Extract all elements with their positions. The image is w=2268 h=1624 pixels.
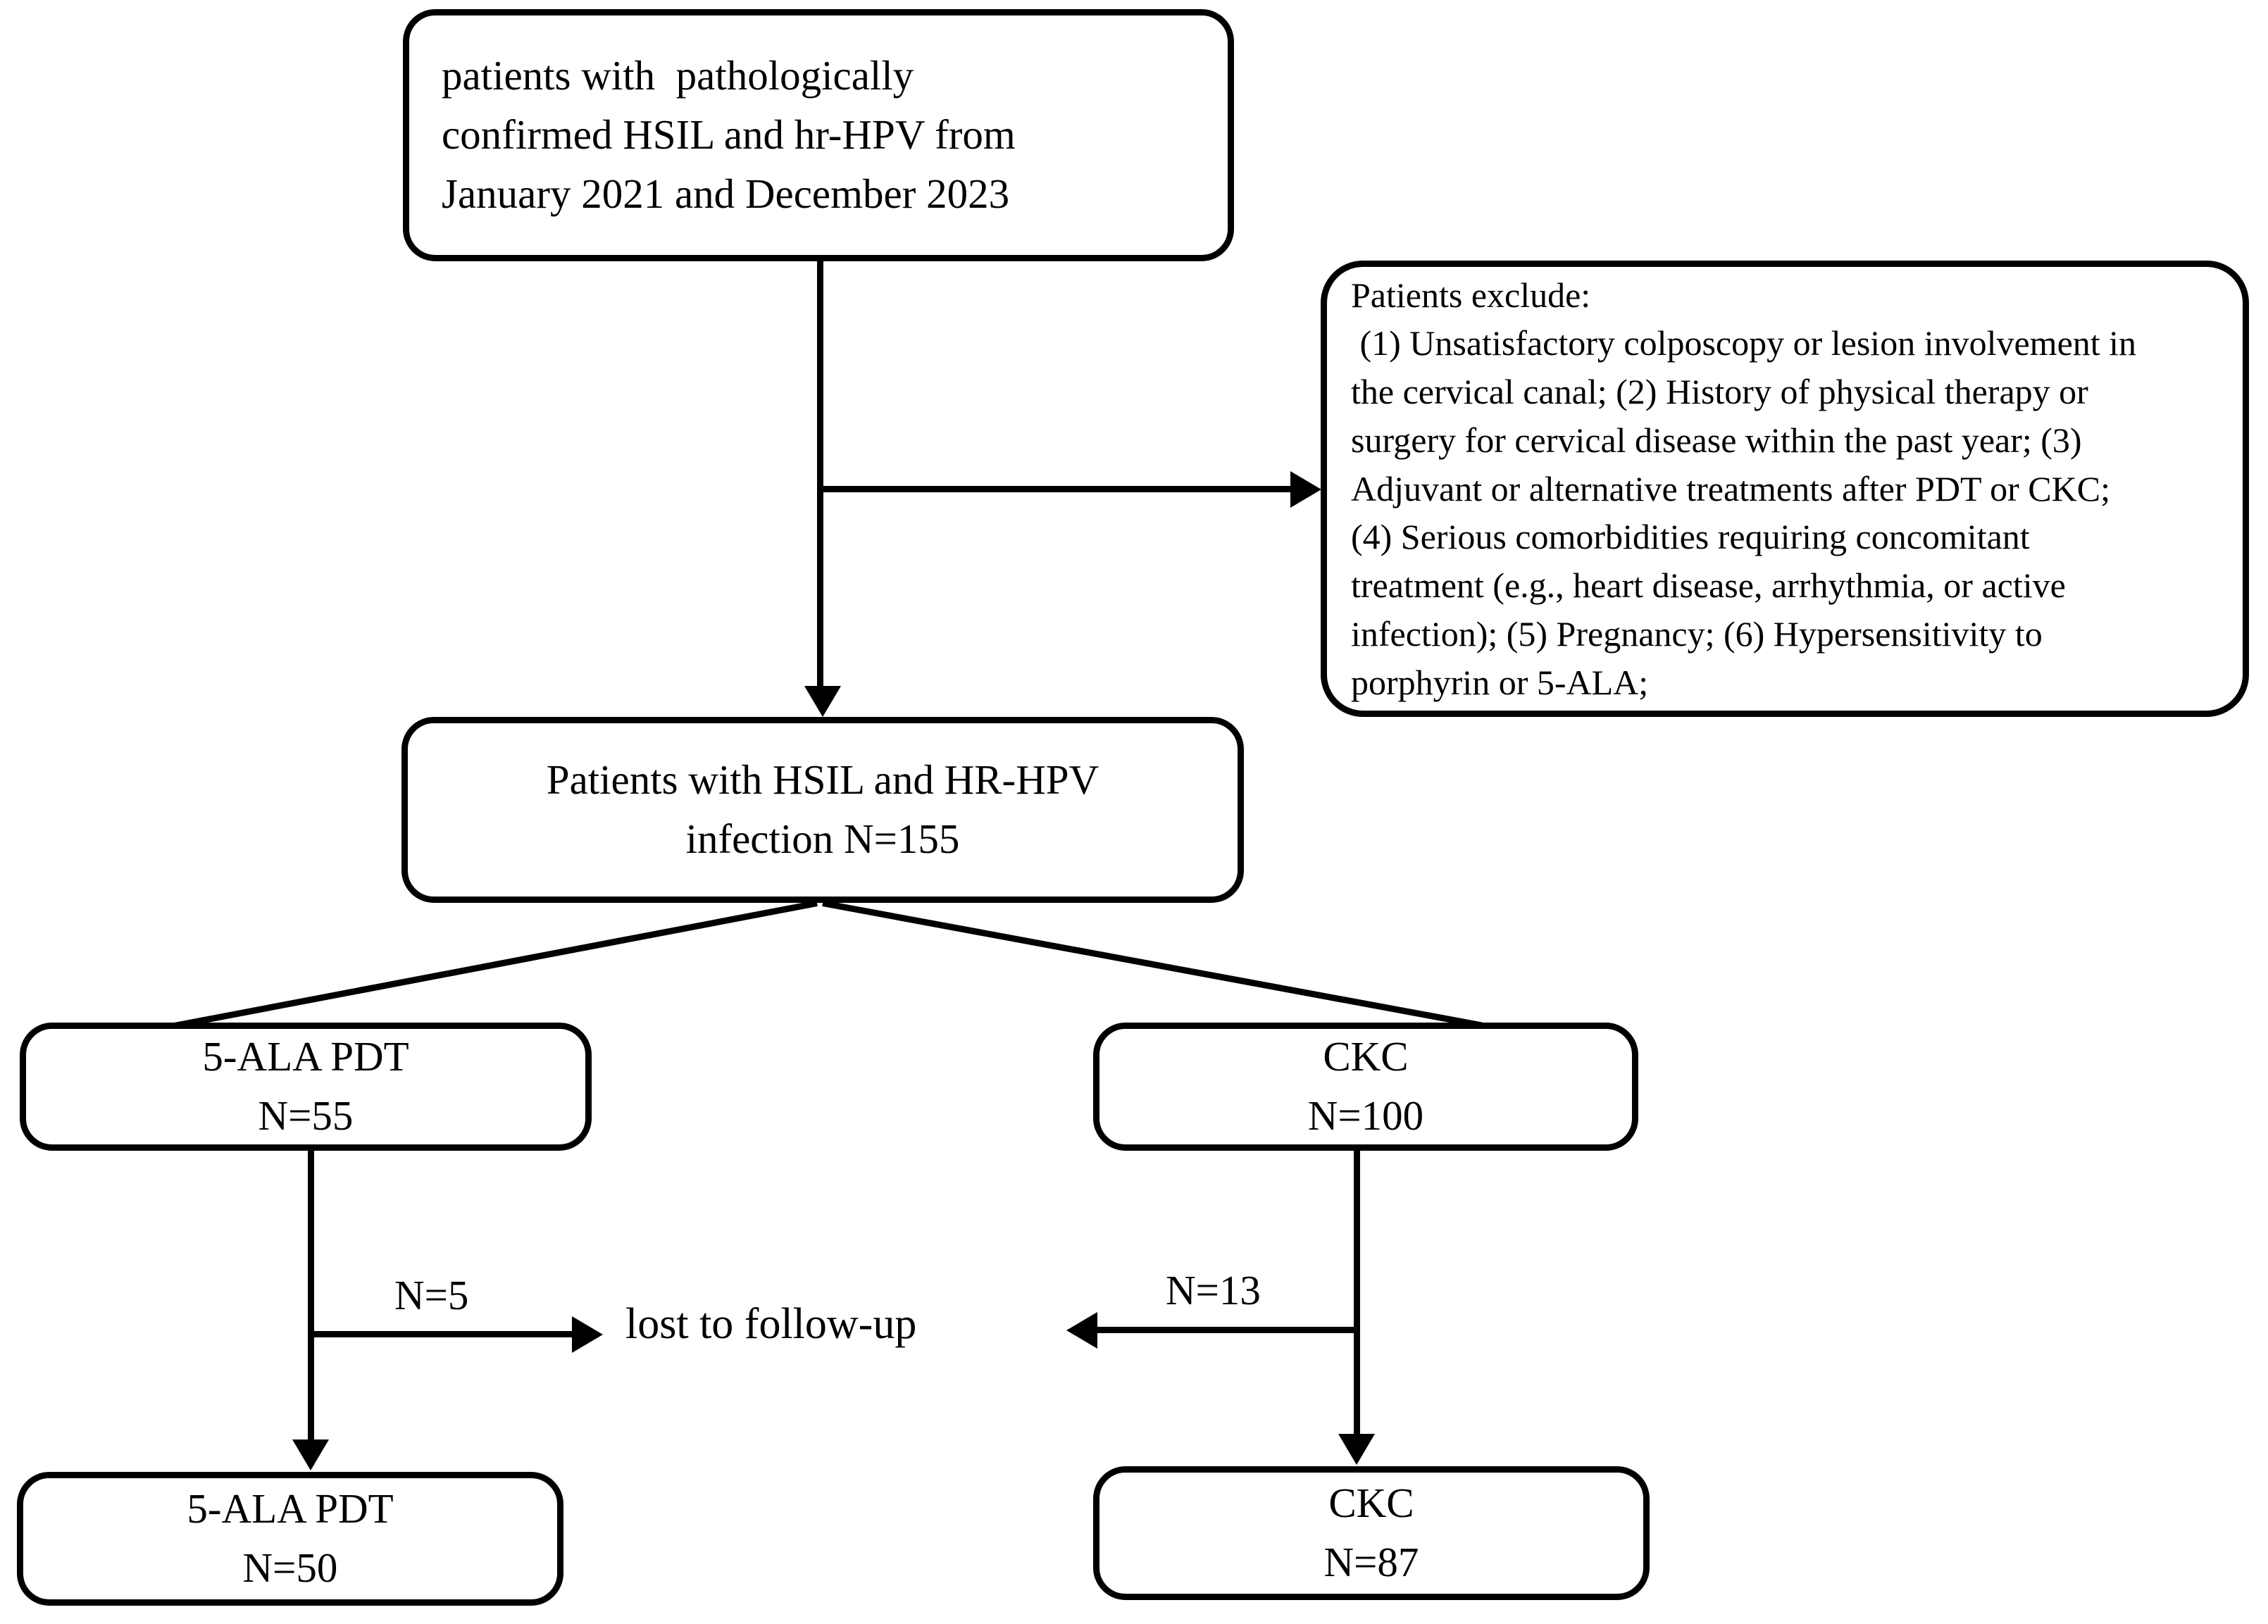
box-pdt-final: 5-ALA PDT N=50 xyxy=(17,1472,563,1606)
box-exclusion-criteria: Patients exclude: (1) Unsatisfactory col… xyxy=(1321,261,2249,717)
box-pdt-final-count: N=50 xyxy=(242,1544,338,1591)
box-ckc-arm: CKC N=100 xyxy=(1093,1023,1638,1151)
exclusion-line-5: (4) Serious comorbidities requiring conc… xyxy=(1351,517,2030,557)
box-ckc-final-title: CKC xyxy=(1328,1480,1414,1527)
box-ckc-arm-title: CKC xyxy=(1323,1033,1409,1080)
label-ckc-lost-count: N=13 xyxy=(1166,1267,1261,1313)
exclusion-line-8: porphyrin or 5-ALA; xyxy=(1351,662,1649,702)
exclusion-line-3: surgery for cervical disease within the … xyxy=(1351,420,2082,460)
box-ckc-arm-count: N=100 xyxy=(1307,1092,1424,1139)
connector-eligible-to-ckc-arm xyxy=(822,900,1483,1029)
box-pdt-arm-count: N=55 xyxy=(258,1092,354,1139)
box-pdt-final-title: 5-ALA PDT xyxy=(187,1485,394,1532)
connector-ckc-lost-to-followup xyxy=(1097,1327,1359,1333)
label-lost-to-followup: lost to follow-up xyxy=(625,1300,917,1348)
arrowhead-ckc-lost-to-followup xyxy=(1066,1312,1097,1349)
arrowhead-enrollment-to-eligible xyxy=(804,686,841,717)
arrowhead-trunk-to-exclusion xyxy=(1290,471,1321,508)
exclusion-line-1: (1) Unsatisfactory colposcopy or lesion … xyxy=(1351,323,2137,363)
connector-enrollment-to-eligible xyxy=(817,259,823,687)
box-enrollment-line-1: patients with pathologically xyxy=(442,52,914,99)
label-pdt-lost-count: N=5 xyxy=(394,1272,469,1318)
exclusion-line-4: Adjuvant or alternative treatments after… xyxy=(1351,468,2110,508)
arrowhead-pdt-lost-to-followup xyxy=(572,1316,603,1353)
arrowhead-ckc-arm-to-final xyxy=(1338,1434,1375,1465)
connector-pdt-arm-to-final xyxy=(308,1149,314,1445)
box-enrollment-line-3: January 2021 and December 2023 xyxy=(442,170,1010,217)
box-eligible-line-1: Patients with HSIL and HR-HPV xyxy=(546,756,1099,804)
connector-trunk-to-exclusion xyxy=(817,486,1293,492)
box-enrollment-line-2: confirmed HSIL and hr-HPV from xyxy=(442,111,1016,158)
connector-eligible-to-pdt-arm xyxy=(162,900,818,1031)
exclusion-line-2: the cervical canal; (2) History of physi… xyxy=(1351,372,2088,412)
box-eligible-line-2: infection N=155 xyxy=(685,816,960,862)
box-enrollment: patients with pathologically confirmed H… xyxy=(403,9,1234,261)
exclusion-heading: Patients exclude: xyxy=(1351,275,1591,315)
arrowhead-pdt-arm-to-final xyxy=(292,1439,329,1470)
connector-pdt-lost-to-followup xyxy=(308,1331,575,1337)
connector-ckc-arm-to-final xyxy=(1354,1149,1360,1439)
box-ckc-final: CKC N=87 xyxy=(1093,1466,1650,1600)
box-ckc-final-count: N=87 xyxy=(1323,1539,1419,1585)
box-eligible-patients: Patients with HSIL and HR-HPV infection … xyxy=(401,717,1244,903)
exclusion-line-7: infection); (5) Pregnancy; (6) Hypersens… xyxy=(1351,613,2043,654)
exclusion-line-6: treatment (e.g., heart disease, arrhythm… xyxy=(1351,566,2066,606)
box-pdt-arm-title: 5-ALA PDT xyxy=(202,1033,409,1080)
box-pdt-arm: 5-ALA PDT N=55 xyxy=(20,1023,592,1151)
